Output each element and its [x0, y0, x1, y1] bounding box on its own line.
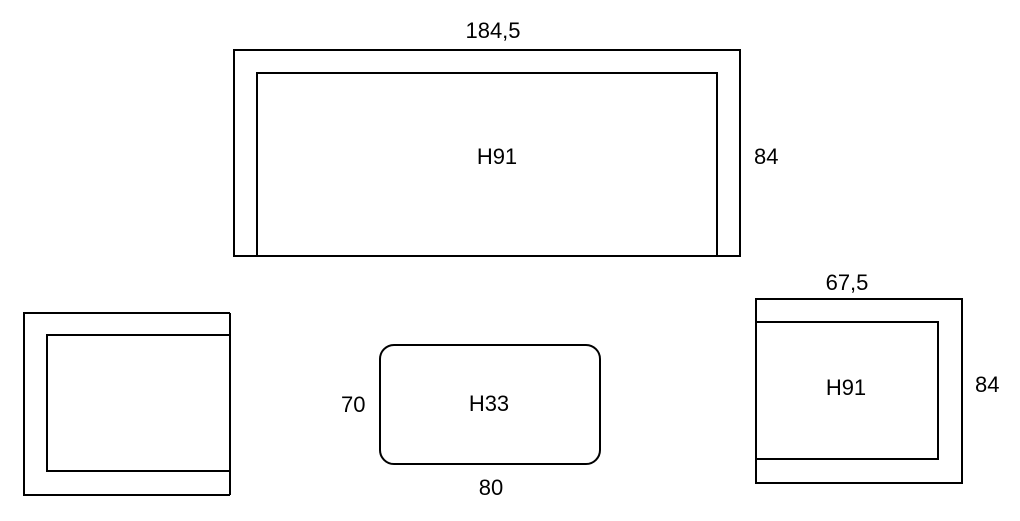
- right-armchair-seat-outline: [756, 321, 939, 460]
- table-width-label: 80: [479, 475, 503, 500]
- sofa-outer-outline: [233, 49, 741, 257]
- table-height-label: H33: [469, 391, 509, 416]
- sofa-height-label: H91: [477, 144, 517, 169]
- armchair-depth-label: 84: [975, 372, 999, 397]
- sofa-seat-outline: [256, 72, 718, 256]
- right-armchair-drawing: 67,5 84 H91: [755, 270, 999, 484]
- coffee-table-drawing: 70 80 H33: [341, 344, 601, 500]
- sofa-width-label: 184,5: [465, 18, 520, 43]
- sofa-depth-label: 84: [754, 144, 778, 169]
- left-armchair-drawing: [23, 312, 231, 496]
- left-armchair-outer-outline: [23, 312, 230, 496]
- right-armchair-outer-outline: [755, 298, 963, 484]
- left-armchair-seat-outline: [46, 334, 230, 472]
- table-depth-label: 70: [341, 392, 365, 417]
- armchair-width-label: 67,5: [826, 270, 869, 295]
- armchair-height-label: H91: [826, 375, 866, 400]
- sofa-drawing: 184,5 84 H91: [233, 18, 778, 257]
- coffee-table-outline: [379, 344, 601, 465]
